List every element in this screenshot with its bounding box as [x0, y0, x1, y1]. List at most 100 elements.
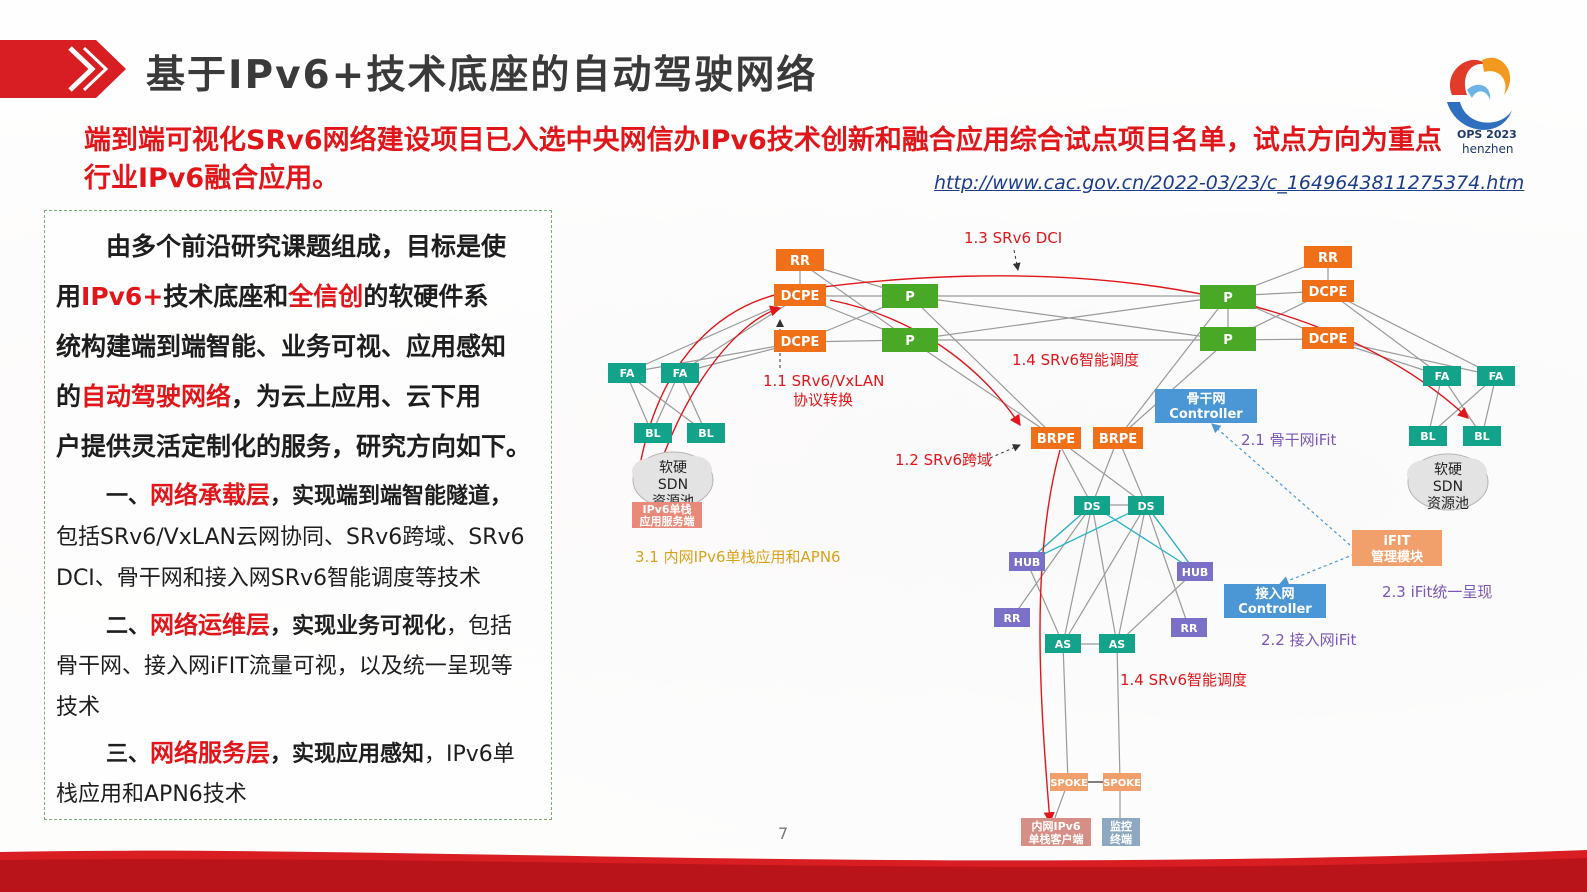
- node-rr-access-2-label: RR: [1181, 622, 1198, 635]
- node-spoke-2-label: SPOKE: [1103, 778, 1141, 789]
- node-monitor-l1: 监控: [1110, 819, 1132, 833]
- node-rr-right-label: RR: [1318, 251, 1338, 266]
- node-bl-right-1: [1409, 426, 1447, 446]
- node-monitor-l2: 终端: [1110, 832, 1132, 846]
- node-ipv6-client-l1: 内网IPv6: [1032, 819, 1081, 833]
- node-dcpe-right-2-label: DCPE: [1309, 332, 1348, 347]
- desc-highlight: 自动驾驶网络: [81, 382, 232, 411]
- node-ipv6-client: [1021, 818, 1091, 846]
- section-text: ，实现业务可视化: [270, 614, 447, 639]
- logo-text-year: OPS 2023: [1457, 128, 1517, 141]
- node-backbone-controller: [1155, 389, 1257, 423]
- label-srv6-cross-domain: 1.2 SRv6跨域: [895, 451, 992, 469]
- cloud-right-l1: 软硬: [1434, 462, 1462, 478]
- label-srv6-dci: 1.3 SRv6 DCI: [964, 229, 1062, 247]
- desc-line-2: 用IPv6+技术底座和全信创的软硬件系: [56, 277, 546, 313]
- cloud-left-l2: SDN: [658, 477, 688, 493]
- slide-title: 基于IPv6+技术底座的自动驾驶网络: [146, 53, 818, 98]
- section-title: 网络服务层: [150, 739, 271, 767]
- node-bl-right-2-label: BL: [1474, 430, 1489, 443]
- node-rr-access-2: [1171, 618, 1207, 637]
- node-app-l2: 应用服务端: [640, 514, 695, 528]
- node-dcpe-left-2-label: DCPE: [781, 335, 820, 350]
- node-rr-access-1: [994, 608, 1030, 627]
- page-number: 7: [778, 824, 789, 843]
- section-text: ，实现应用感知: [270, 742, 425, 767]
- node-fa-right-1-label: FA: [1435, 370, 1450, 383]
- label-srv6-vxlan-1: 1.1 SRv6/VxLAN: [763, 372, 884, 390]
- section-index: 三、: [106, 742, 151, 767]
- node-dcpe-right-1: [1302, 280, 1354, 302]
- node-fa-left-2: [661, 363, 699, 383]
- desc-text: 统构建端到端智能、业务可视、应用感知: [56, 332, 507, 361]
- desc-text: 户提供灵活定制化的服务，研究方向如下。: [56, 432, 532, 461]
- node-dcpe-left-2: [774, 330, 826, 352]
- node-brpe-1-label: BRPE: [1037, 432, 1075, 447]
- node-p-left-1-label: P: [905, 290, 915, 305]
- section-index: 二、: [106, 614, 151, 639]
- node-fa-right-2-label: FA: [1489, 370, 1504, 383]
- node-brpe-2: [1093, 427, 1143, 449]
- node-hub-1: [1009, 552, 1045, 571]
- node-as-2-label: AS: [1109, 638, 1126, 651]
- desc-highlight: IPv6+: [81, 282, 164, 311]
- section-1-line-1: 一、网络承载层，实现端到端智能隧道，: [106, 475, 596, 510]
- node-bl-left-1: [634, 423, 672, 443]
- label-ifit-unified: 2.3 iFit统一呈现: [1382, 583, 1492, 601]
- node-ipv6-client-l2: 单栈客户端: [1029, 832, 1084, 846]
- node-p-left-2: [882, 328, 938, 352]
- node-hub-2: [1177, 562, 1213, 581]
- node-monitor-terminal: [1102, 818, 1140, 846]
- section-1-line-3: DCI、骨干网和接入网SRv6智能调度等技术: [56, 566, 482, 591]
- node-app-l1: IPv6单栈: [643, 502, 692, 516]
- node-spoke-1-label: SPOKE: [1050, 778, 1088, 789]
- desc-text: ，为云上应用、云下用: [231, 382, 482, 411]
- node-bl-left-2-label: BL: [698, 427, 713, 440]
- node-access-controller-l1: 接入网: [1255, 586, 1294, 602]
- desc-text: 的: [56, 382, 82, 411]
- node-p-right-1-label: P: [1223, 291, 1233, 306]
- node-ds-1: [1074, 496, 1110, 515]
- cac-link[interactable]: http://www.cac.gov.cn/2022-03/23/c_16496…: [934, 172, 1525, 194]
- section-2-line-1: 二、网络运维层，实现业务可视化，包括: [106, 605, 596, 640]
- node-backbone-controller-l2: Controller: [1169, 407, 1243, 422]
- node-rr-access-1-label: RR: [1004, 612, 1021, 625]
- node-as-2: [1099, 634, 1135, 653]
- node-ifit-module-l2: 管理模块: [1371, 549, 1424, 565]
- node-fa-left-1: [608, 363, 646, 383]
- desc-text: 由多个前沿研究课题组成，目标是使: [106, 232, 507, 261]
- headline: 端到端可视化SRv6网络建设项目已入选中央网信办IPv6技术创新和融合应用综合试…: [84, 125, 1442, 194]
- section-title: 网络承载层: [150, 481, 271, 509]
- desc-line-1: 由多个前沿研究课题组成，目标是使: [106, 227, 596, 263]
- description-box: [44, 210, 552, 820]
- section-text: ，IPv6单: [424, 742, 515, 767]
- cloud-right-l3: 资源池: [1427, 496, 1469, 512]
- section-2-line-2: 骨干网、接入网iFIT流量可视，以及统一呈现等: [56, 654, 513, 679]
- node-access-controller-l2: Controller: [1238, 602, 1312, 617]
- label-srv6-sched-bottom: 1.4 SRv6智能调度: [1120, 671, 1247, 689]
- node-bl-left-1-label: BL: [645, 427, 660, 440]
- node-brpe-2-label: BRPE: [1099, 432, 1137, 447]
- node-hub-2-label: HUB: [1182, 566, 1209, 579]
- node-access-controller: [1224, 584, 1326, 618]
- section-3-line-1: 三、网络服务层，实现应用感知，IPv6单: [106, 733, 596, 768]
- node-rr-left: [776, 249, 824, 271]
- cloud-right: [1407, 453, 1489, 511]
- node-dcpe-right-1-label: DCPE: [1309, 285, 1348, 300]
- cloud-right-l2: SDN: [1433, 479, 1463, 495]
- logo-text-city: henzhen: [1462, 142, 1514, 156]
- label-access-ifit: 2.2 接入网iFit: [1261, 631, 1356, 649]
- node-bl-left-2: [687, 423, 725, 443]
- desc-text: 的软硬件系: [363, 282, 489, 311]
- node-dcpe-right-2: [1302, 327, 1354, 349]
- node-dcpe-left-1-label: DCPE: [781, 289, 820, 304]
- node-ifit-module-l1: iFIT: [1383, 534, 1410, 549]
- gops-logo-icon: [1447, 57, 1512, 130]
- desc-line-3: 统构建端到端智能、业务可视、应用感知: [56, 327, 546, 363]
- node-p-right-2: [1200, 327, 1256, 351]
- node-p-left-2-label: P: [905, 334, 915, 349]
- node-dcpe-left-1: [774, 284, 826, 306]
- title-chevron-band: [0, 40, 126, 98]
- desc-line-4: 的自动驾驶网络，为云上应用、云下用: [56, 377, 546, 413]
